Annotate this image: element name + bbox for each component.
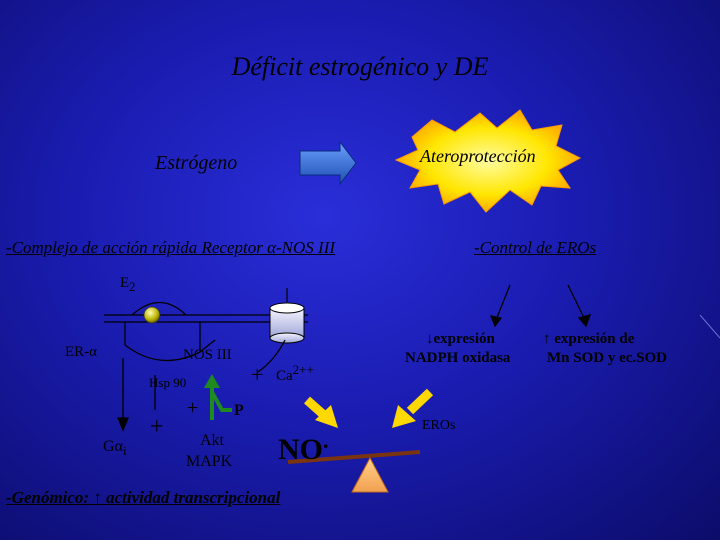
e2-label: E2 — [120, 275, 136, 294]
expresion-nadph-line2: NADPH oxidasa — [405, 350, 511, 366]
expresion-nadph-line1: ↓expresión — [426, 331, 495, 347]
explosion-star-icon — [394, 109, 582, 213]
mapk-label: MAPK — [186, 453, 233, 470]
eros-label: EROs — [422, 418, 456, 433]
er-alpha-label: ER-α — [65, 344, 98, 360]
rapid-complex-label: -Complejo de acción rápida Receptor α-NO… — [6, 238, 336, 257]
slide-title: Déficit estrogénico y DE — [231, 52, 489, 81]
ion-channel-icon — [269, 288, 305, 344]
control-eros-arrows — [489, 284, 592, 328]
balance-beam — [287, 450, 421, 464]
er-to-galpha-arrow — [117, 358, 129, 432]
yellow-arrow-to-no-icon — [304, 396, 338, 428]
expresion-sod-line2: Mn SOD y ec.SOD — [547, 350, 667, 366]
expresion-sod-line1: ↑ expresión de — [543, 331, 635, 347]
green-activation-arrow — [210, 385, 232, 420]
block-arrow-icon — [299, 140, 357, 186]
estrogen-label: Estrógeno — [155, 152, 238, 174]
balance-fulcrum-icon — [351, 456, 389, 493]
akt-label: Akt — [200, 432, 224, 449]
hsp90-label: Hsp 90 — [149, 375, 187, 390]
atheroprotection-label: Ateroprotección — [420, 146, 536, 166]
e2-ligand-icon — [143, 306, 161, 324]
nos-iii-label: NOS III — [183, 347, 232, 363]
plus-sign-calcium: + — [251, 362, 264, 387]
yellow-arrow-eros-icon — [392, 388, 434, 428]
edge-slash — [699, 314, 720, 339]
control-eros-label: -Control de EROs — [474, 238, 597, 257]
plus-sign-galpha: + — [150, 414, 164, 440]
calcium-arrow — [257, 339, 286, 373]
calcium-label: Ca2++ — [276, 362, 314, 384]
plus-sign-akt: + — [187, 397, 199, 419]
galpha-label: Gαi — [103, 438, 127, 459]
no-label: NO. — [278, 428, 329, 466]
genomic-label: -Genómico: ↑ actividad transcripcional — [6, 488, 281, 507]
phospho-label: P — [234, 402, 244, 419]
